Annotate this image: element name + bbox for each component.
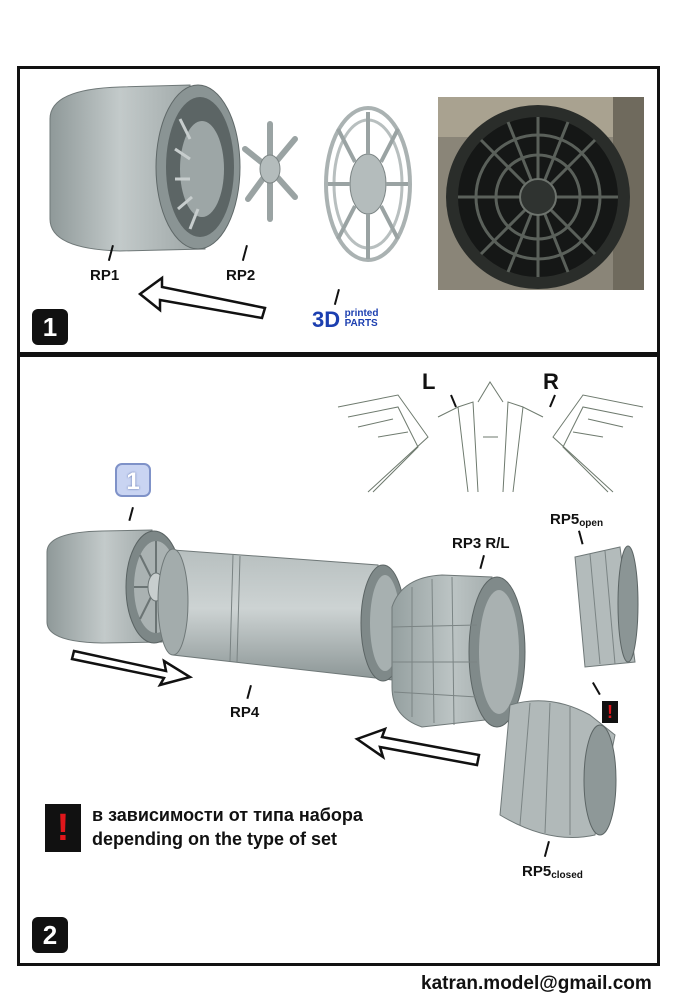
rp4-label: RP4 bbox=[230, 704, 260, 721]
note-warning-icon: ! bbox=[45, 804, 81, 852]
warning-pointer bbox=[592, 682, 601, 696]
variant-note-en: depending on the type of set bbox=[92, 829, 338, 849]
variant-note: в зависимости от типа набора depending o… bbox=[92, 803, 363, 851]
rp5-closed-label-main: RP5 bbox=[522, 863, 552, 880]
rp5-open-label: RP5open bbox=[550, 511, 603, 529]
3d-logo-mark: 3D bbox=[312, 307, 341, 332]
3d-logo-printed: printed bbox=[344, 308, 379, 319]
3d-printed-logo: 3D printed PARTS bbox=[312, 307, 378, 333]
step-1-reference-pointer bbox=[128, 507, 134, 522]
rp1-label: RP1 bbox=[90, 267, 120, 284]
step-1-number: 1 bbox=[32, 309, 68, 345]
rp4-part-render bbox=[157, 548, 406, 682]
rp5-open-part-render bbox=[574, 545, 639, 668]
reference-photo bbox=[438, 97, 644, 290]
3d-part-pointer bbox=[333, 289, 340, 305]
assembly-arrow-right bbox=[70, 649, 194, 687]
rp2-part-render bbox=[242, 121, 298, 222]
rp3-part-render bbox=[391, 574, 526, 728]
variant-warning-icon: ! bbox=[602, 701, 618, 723]
assembly-arrow-left-2 bbox=[354, 726, 481, 767]
step-1-panel: RP1 RP2 3D printed PARTS 1 bbox=[17, 66, 660, 355]
step-2-number: 2 bbox=[32, 917, 68, 953]
rp5-closed-label-sub: closed bbox=[551, 870, 583, 881]
aircraft-rear-drawing bbox=[337, 381, 644, 493]
rp3-label: RP3 R/L bbox=[452, 535, 510, 552]
rp5-closed-part-render bbox=[499, 700, 617, 838]
step-1-reference-badge: 1 bbox=[115, 463, 151, 497]
3d-printed-part-render bbox=[324, 106, 412, 262]
right-side-label: R bbox=[543, 369, 559, 394]
rp2-label: RP2 bbox=[226, 267, 256, 284]
rp1-part-render bbox=[49, 84, 241, 252]
rp5-closed-label: RP5closed bbox=[522, 863, 583, 881]
rp5-open-label-sub: open bbox=[579, 518, 604, 529]
left-side-label: L bbox=[422, 369, 436, 394]
variant-note-ru: в зависимости от типа набора bbox=[92, 805, 363, 825]
contact-email: katran.model@gmail.com bbox=[421, 973, 652, 994]
3d-logo-parts: PARTS bbox=[344, 318, 378, 329]
step-2-panel: L R 1 bbox=[17, 354, 660, 966]
assembly-arrow-left bbox=[137, 275, 267, 320]
rp4-pointer bbox=[246, 685, 252, 700]
rp5-open-label-main: RP5 bbox=[550, 511, 580, 528]
